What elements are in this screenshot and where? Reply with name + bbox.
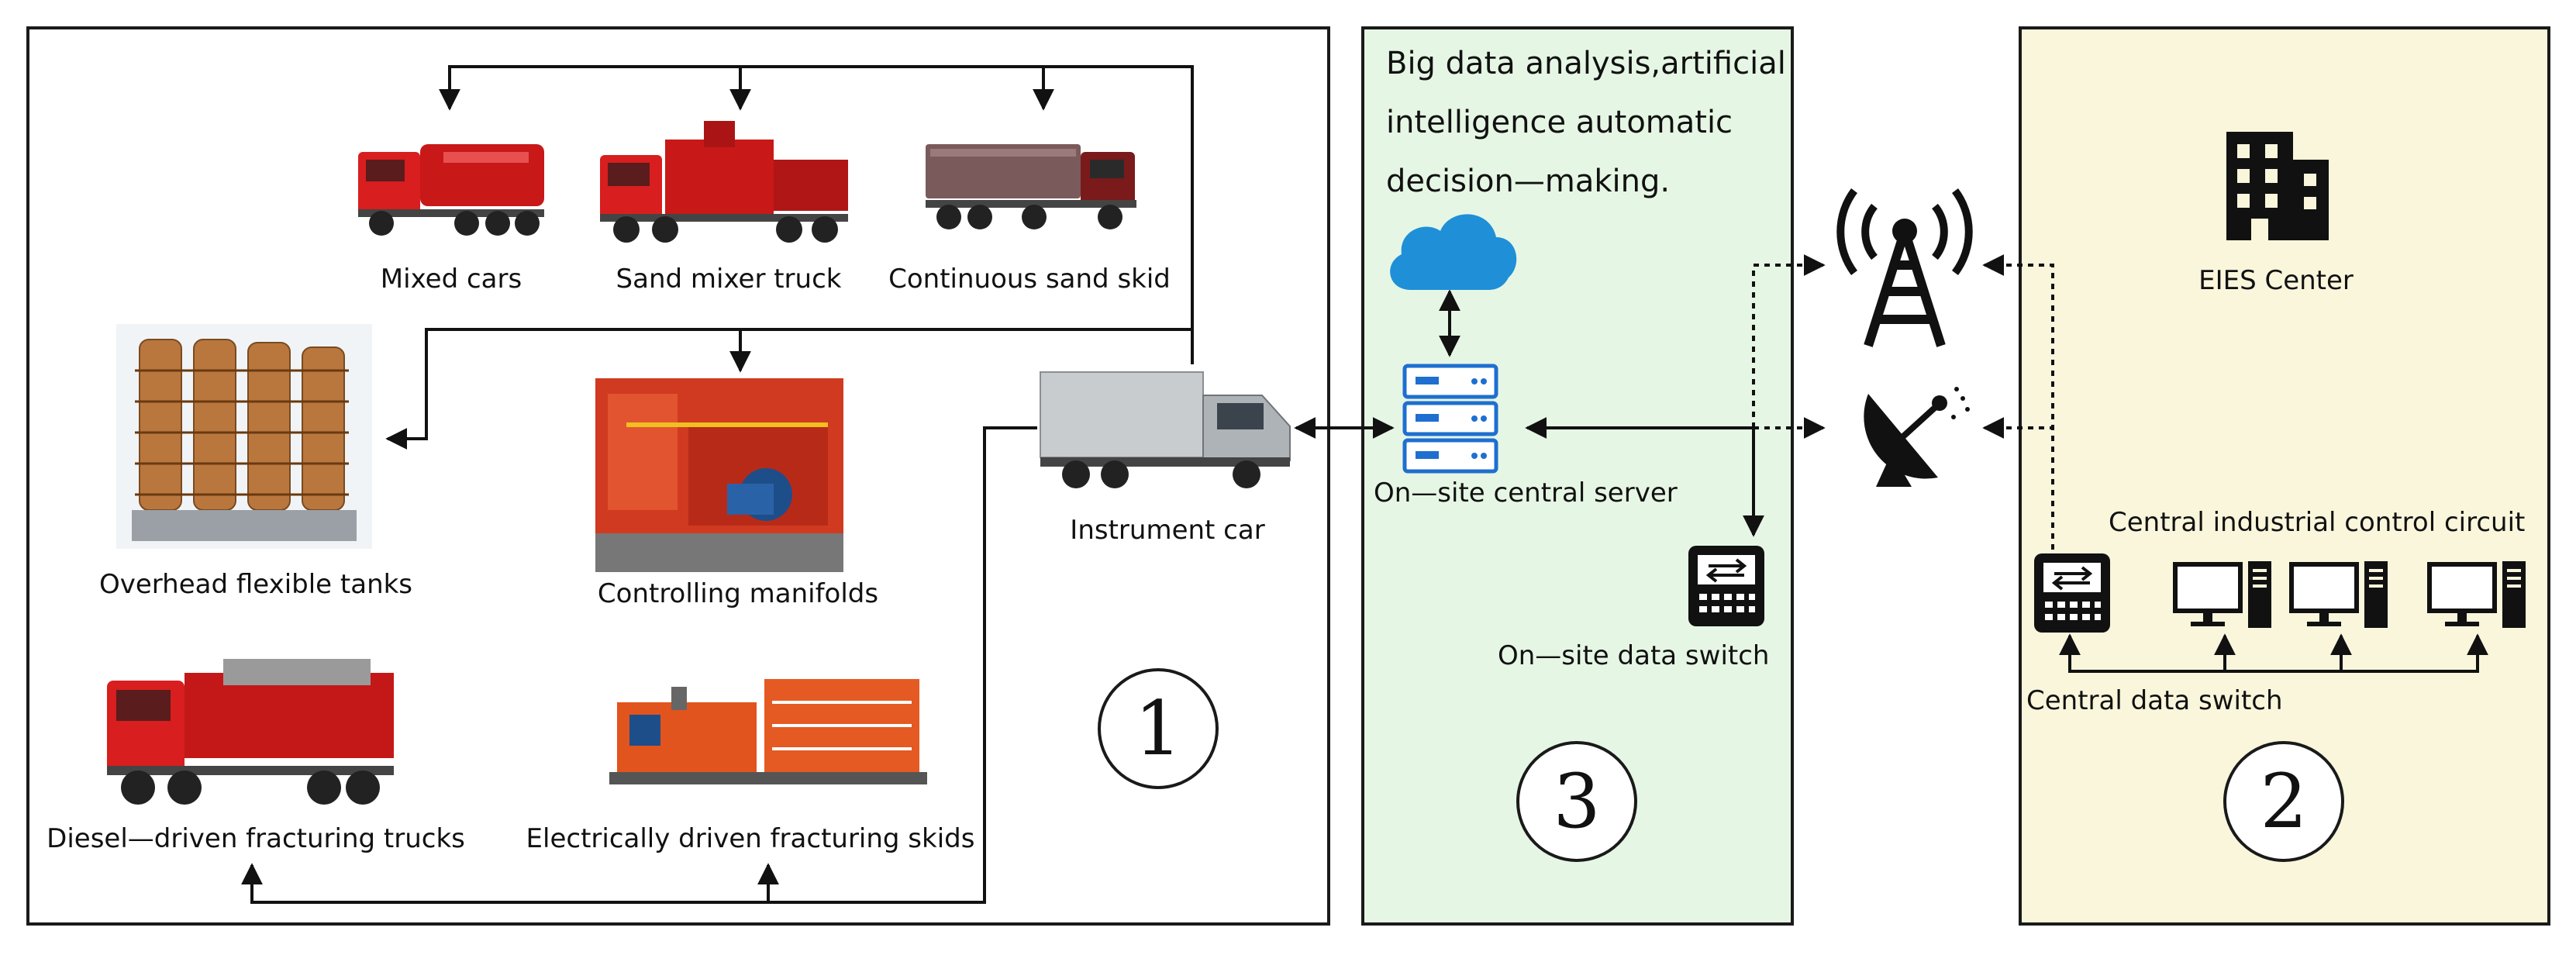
radio-tower-icon	[1836, 188, 1973, 347]
description-line: intelligence automatic	[1386, 105, 1733, 140]
cloud-icon	[1390, 214, 1517, 290]
controlling-manifolds-label: Controlling manifolds	[597, 578, 879, 609]
central-switch-label: Central data switch	[2026, 685, 2283, 716]
central-switch-icon	[2034, 553, 2110, 633]
server-icon	[1402, 364, 1498, 474]
overhead-tanks-icon	[116, 324, 372, 549]
sand-mixer-truck-icon	[600, 121, 848, 243]
description-line: Big data analysis,artificial	[1386, 46, 1786, 81]
satellite-dish-icon	[1864, 387, 1970, 487]
analysis-description: Big data analysis,artificial intelligenc…	[1386, 34, 1789, 211]
marker-2: 2	[2223, 741, 2344, 862]
building-icon	[2226, 132, 2329, 240]
computer-icon	[2289, 561, 2388, 628]
diesel-fracturing-truck-icon	[107, 659, 394, 805]
marker-3: 3	[1516, 741, 1637, 862]
continuous-sand-skid-icon	[926, 144, 1136, 229]
electric-fracturing-skid-icon	[609, 679, 927, 784]
computer-icon	[2427, 561, 2526, 628]
continuous-sand-skid-label: Continuous sand skid	[888, 264, 1171, 295]
computer-icon	[2173, 561, 2271, 628]
overhead-tanks-label: Overhead flexible tanks	[98, 569, 413, 600]
central-server-label: On—site central server	[1374, 478, 1678, 509]
control-circuit-label: Central industrial control circuit	[2109, 507, 2526, 538]
onsite-switch-icon	[1688, 546, 1764, 626]
instrument-car-icon	[1040, 371, 1291, 488]
mixed-cars-label: Mixed cars	[380, 264, 522, 295]
onsite-switch-label: On—site data switch	[1498, 640, 1770, 671]
controlling-manifolds-icon	[595, 378, 843, 572]
marker-1: 1	[1098, 668, 1219, 789]
mixed-cars-truck-icon	[358, 144, 544, 236]
electric-skids-label: Electrically driven fracturing skids	[526, 823, 975, 854]
sand-mixer-truck-label: Sand mixer truck	[616, 264, 842, 295]
description-line: decision—making.	[1386, 164, 1671, 199]
instrument-car-label: Instrument car	[1070, 515, 1265, 546]
eies-center-label: EIES Center	[2198, 265, 2354, 296]
diesel-trucks-label: Diesel—driven fracturing trucks	[47, 823, 465, 854]
